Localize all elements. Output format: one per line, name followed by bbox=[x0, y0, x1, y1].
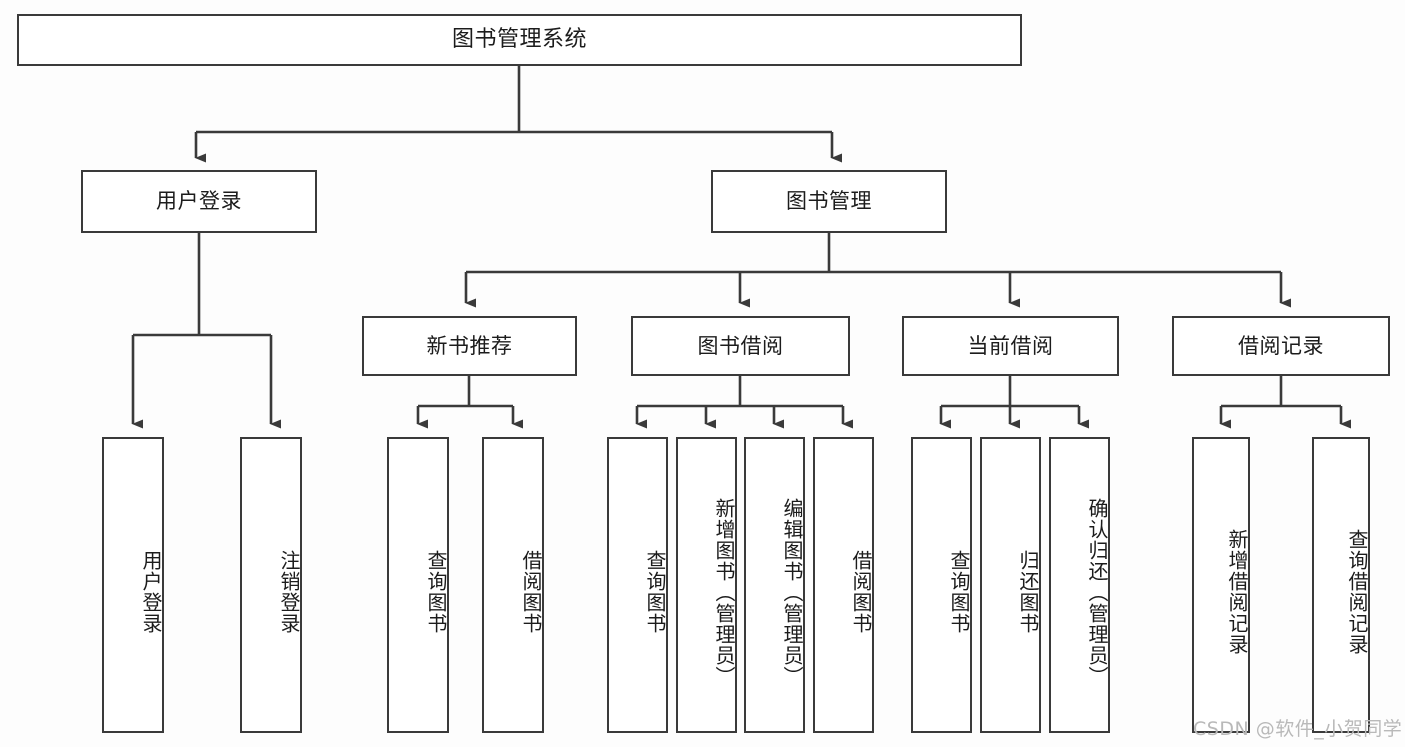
node-borrow-records[interactable]: 借阅记录 bbox=[1172, 316, 1390, 376]
leaf-query-borrow-record[interactable]: 查询借阅记录 bbox=[1312, 437, 1370, 733]
node-label: 用户登录 bbox=[139, 550, 163, 634]
leaf-confirm-return-admin[interactable]: 确认归还（管理员） bbox=[1049, 437, 1110, 733]
leaf-add-book-admin[interactable]: 新增图书（管理员） bbox=[676, 437, 737, 733]
node-label: 归还图书 bbox=[1016, 550, 1040, 634]
node-label: 图书借阅 bbox=[697, 333, 784, 358]
leaf-query-book-recommend[interactable]: 查询图书 bbox=[387, 437, 449, 733]
node-label: 借阅记录 bbox=[1238, 333, 1324, 358]
node-book-management[interactable]: 图书管理 bbox=[711, 170, 947, 233]
leaf-add-borrow-record[interactable]: 新增借阅记录 bbox=[1192, 437, 1250, 733]
node-label: 当前借阅 bbox=[967, 333, 1054, 358]
node-label: 查询图书 bbox=[424, 550, 448, 634]
leaf-borrow-book[interactable]: 借阅图书 bbox=[813, 437, 874, 733]
leaf-user-login[interactable]: 用户登录 bbox=[102, 437, 164, 733]
csdn-watermark: CSDN @软件_小贺同学 bbox=[1193, 718, 1403, 740]
node-label: 编辑图书（管理员） bbox=[780, 497, 804, 687]
node-label: 查询图书 bbox=[643, 550, 667, 634]
node-label: 借阅图书 bbox=[519, 550, 543, 634]
node-label: 新增图书（管理员） bbox=[712, 497, 736, 687]
node-new-book-recommend[interactable]: 新书推荐 bbox=[362, 316, 577, 376]
node-label: 新增借阅记录 bbox=[1225, 529, 1249, 655]
leaf-logout[interactable]: 注销登录 bbox=[240, 437, 302, 733]
leaf-return-book[interactable]: 归还图书 bbox=[980, 437, 1041, 733]
node-label: 注销登录 bbox=[277, 550, 301, 634]
node-label: 图书管理 bbox=[786, 189, 872, 213]
node-label: 确认归还（管理员） bbox=[1085, 497, 1109, 687]
node-label: 借阅图书 bbox=[849, 550, 873, 634]
leaf-edit-book-admin[interactable]: 编辑图书（管理员） bbox=[744, 437, 805, 733]
leaf-query-book-borrow[interactable]: 查询图书 bbox=[607, 437, 668, 733]
node-label: 新书推荐 bbox=[426, 333, 513, 358]
node-label: 用户登录 bbox=[156, 189, 242, 213]
node-book-borrow[interactable]: 图书借阅 bbox=[631, 316, 850, 376]
leaf-borrow-book-recommend[interactable]: 借阅图书 bbox=[482, 437, 544, 733]
node-label: 查询借阅记录 bbox=[1345, 529, 1369, 655]
node-label: 图书管理系统 bbox=[451, 27, 587, 52]
leaf-query-book-current[interactable]: 查询图书 bbox=[911, 437, 972, 733]
node-current-borrow[interactable]: 当前借阅 bbox=[902, 316, 1119, 376]
node-user-login[interactable]: 用户登录 bbox=[81, 170, 317, 233]
node-root-system[interactable]: 图书管理系统 bbox=[17, 14, 1022, 66]
node-label: 查询图书 bbox=[947, 550, 971, 634]
